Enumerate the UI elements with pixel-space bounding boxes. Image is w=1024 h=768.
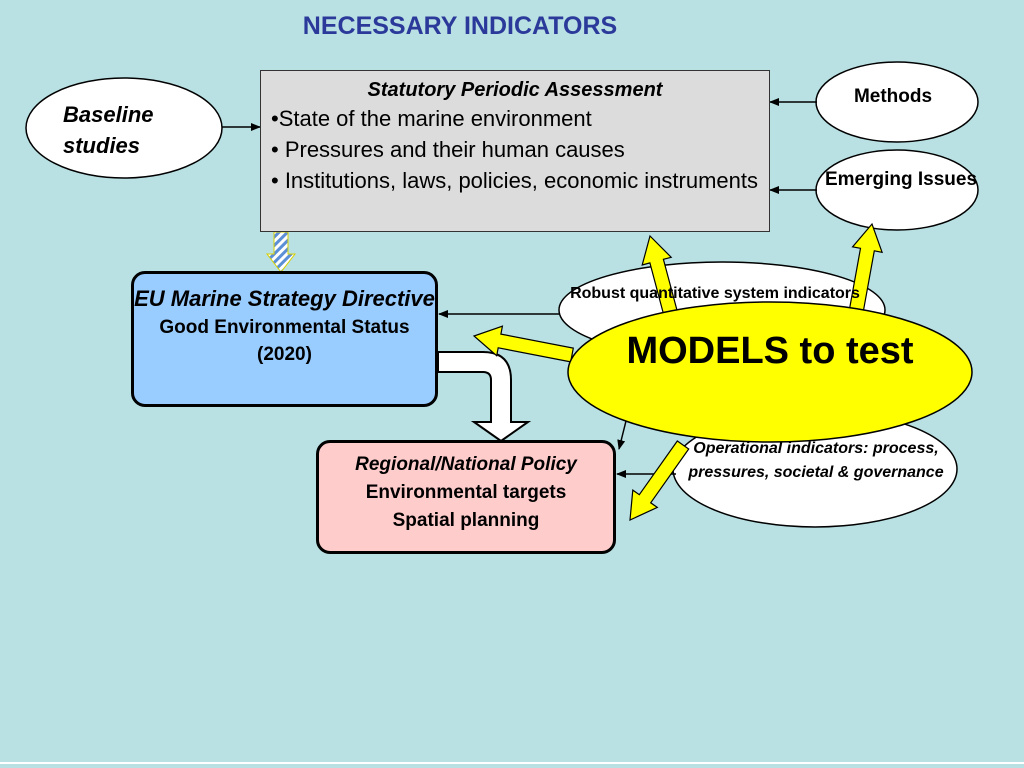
robust-label: Robust quantitative system indicators bbox=[570, 285, 860, 302]
assessment-item: • Institutions, laws, policies, economic… bbox=[271, 168, 759, 193]
models-label: MODELS to test bbox=[626, 330, 914, 372]
baseline-ellipse bbox=[25, 77, 223, 179]
methods-label: Methods bbox=[853, 86, 933, 107]
yellow-arrow-to-emerging bbox=[847, 222, 884, 320]
directive-title: EU Marine Strategy Directive bbox=[134, 286, 435, 311]
operational-label: Operational indicators: process, pressur… bbox=[688, 440, 944, 481]
regional-title: Regional/National Policy bbox=[355, 454, 577, 475]
assessment-item: •State of the marine environment bbox=[271, 106, 592, 131]
assessment-heading: Statutory Periodic Assessment bbox=[367, 79, 663, 101]
bent-arrow-directive-to-regional bbox=[437, 351, 532, 443]
regional-box: Regional/National Policy Environmental t… bbox=[316, 440, 616, 554]
regional-targets: Environmental targets bbox=[365, 482, 567, 503]
models-ellipse bbox=[567, 301, 973, 443]
yellow-arrows bbox=[472, 222, 884, 521]
yellow-arrow-to-directive bbox=[472, 325, 575, 363]
baseline-label: Baseline studies bbox=[63, 102, 154, 158]
assessment-box: Statutory Periodic Assessment •State of … bbox=[260, 70, 770, 232]
assessment-item: • Pressures and their human causes bbox=[271, 137, 625, 162]
page-title: NECESSARY INDICATORS bbox=[302, 12, 618, 40]
striped-down-arrow bbox=[265, 231, 297, 273]
yellow-arrow-to-regional bbox=[629, 440, 690, 521]
regional-planning: Spatial planning bbox=[392, 510, 540, 531]
bottom-divider bbox=[0, 762, 1024, 764]
emerging-label: Emerging Issues bbox=[824, 169, 978, 190]
directive-subtitle: Good Environmental Status (2020) bbox=[159, 317, 410, 365]
directive-box: EU Marine Strategy Directive Good Enviro… bbox=[131, 271, 438, 407]
